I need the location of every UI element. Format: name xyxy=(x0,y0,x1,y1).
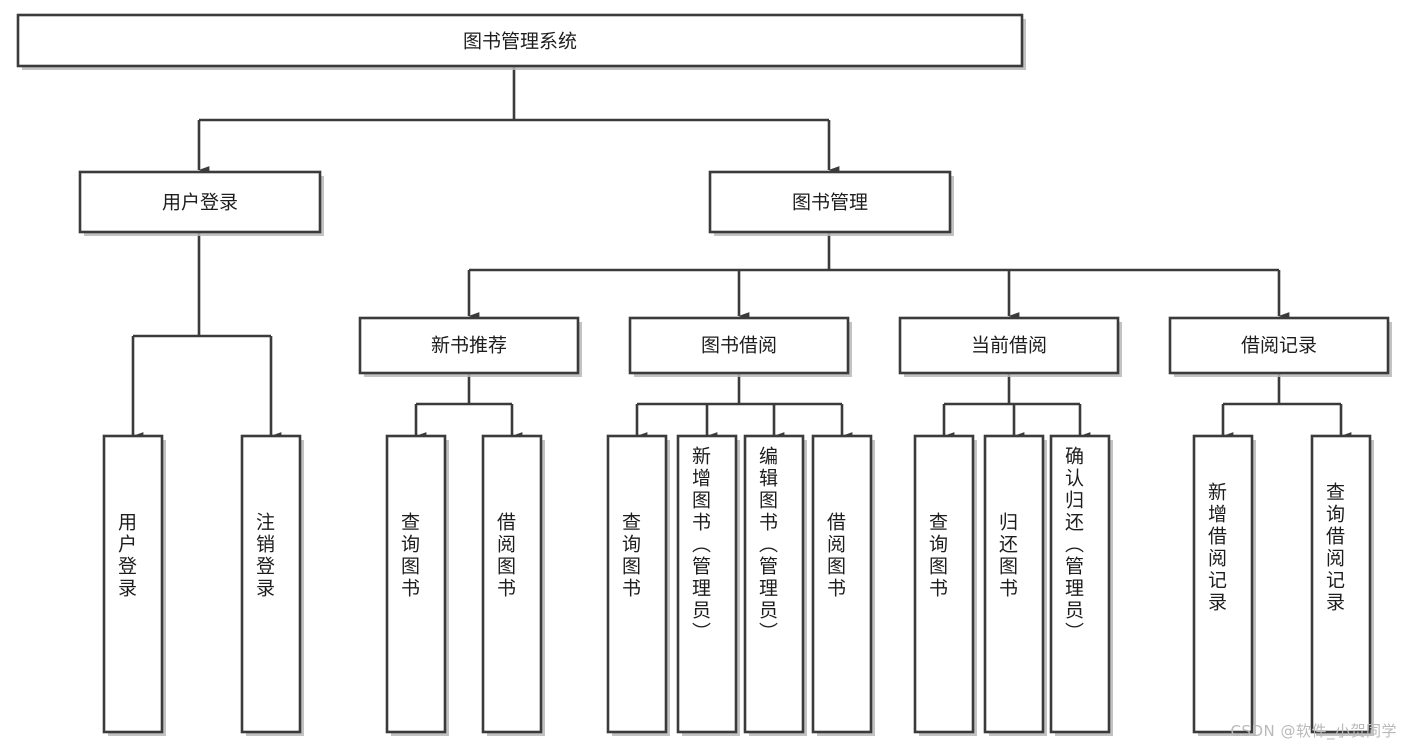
node-root-label: 图书管理系统 xyxy=(463,31,577,53)
connector-group-current-borrow xyxy=(942,373,1091,440)
leaf-node-new-book-1[interactable] xyxy=(385,434,449,736)
leaf-node-new-book-2[interactable] xyxy=(481,434,545,736)
leaf-node-user-login-1[interactable] xyxy=(102,434,166,736)
node-book-management-label: 图书管理 xyxy=(792,192,868,214)
leaf-node-book-borrow-2[interactable] xyxy=(676,434,740,736)
node-book-borrow[interactable]: 图书借阅 xyxy=(628,316,852,377)
leaf-node-book-borrow-4[interactable] xyxy=(811,434,875,736)
leaf-node-current-borrow-1[interactable] xyxy=(913,434,977,736)
node-current-borrow[interactable]: 当前借阅 xyxy=(898,316,1122,377)
leaf-node-current-borrow-3[interactable] xyxy=(1049,434,1113,736)
node-book-borrow-label: 图书借阅 xyxy=(701,335,777,357)
leaf-node-borrow-record-1[interactable] xyxy=(1192,434,1256,736)
leaf-node-current-borrow-2[interactable] xyxy=(983,434,1047,736)
node-current-borrow-label: 当前借阅 xyxy=(971,335,1047,357)
node-user-login[interactable]: 用户登录 xyxy=(78,170,324,236)
node-user-login-label: 用户登录 xyxy=(162,192,238,214)
node-new-book-recommend[interactable]: 新书推荐 xyxy=(358,316,582,377)
connector-group-book-mgmt xyxy=(467,232,1290,320)
connector-group-borrow-record xyxy=(1221,373,1352,440)
node-new-book-recommend-label: 新书推荐 xyxy=(431,335,507,357)
leaf-node-book-borrow-1[interactable] xyxy=(606,434,670,736)
connector-group-new-book xyxy=(414,373,523,440)
leaf-node-book-borrow-3[interactable] xyxy=(743,434,807,736)
leaf-node-user-login-2[interactable] xyxy=(240,434,304,736)
node-borrow-record[interactable]: 借阅记录 xyxy=(1168,316,1392,377)
connector-group-user-login xyxy=(131,232,282,440)
node-book-management[interactable]: 图书管理 xyxy=(708,170,954,236)
connector-group-root xyxy=(197,66,840,174)
node-borrow-record-label: 借阅记录 xyxy=(1241,335,1317,357)
watermark-text: CSDN @软件_小贺同学 xyxy=(1230,722,1397,740)
node-root[interactable]: 图书管理系统 xyxy=(16,13,1026,70)
leaf-node-borrow-record-2[interactable] xyxy=(1310,434,1374,736)
connector-group-book-borrow xyxy=(635,373,853,440)
